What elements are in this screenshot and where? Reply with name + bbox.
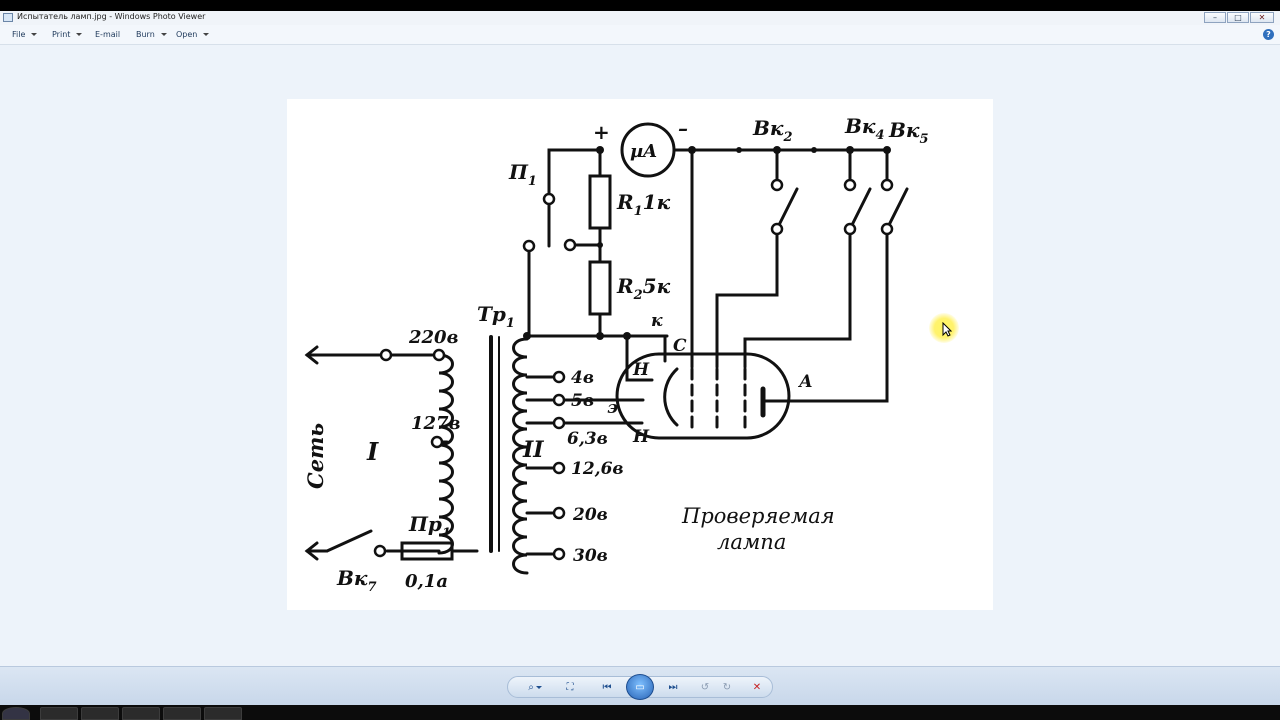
vk4-label: Вк4 bbox=[844, 114, 885, 143]
taskbar-button[interactable] bbox=[163, 707, 201, 720]
secondary-winding-label: II bbox=[522, 437, 544, 463]
delete-icon: ✕ bbox=[752, 681, 762, 693]
v220-label: 220в bbox=[408, 327, 458, 348]
rotate-right-icon: ↻ bbox=[722, 681, 732, 693]
c-label: С bbox=[673, 336, 687, 356]
title-bar: Испытатель ламп.jpg - Windows Photo View… bbox=[0, 11, 1280, 25]
zoom-button[interactable]: ⌕ bbox=[522, 680, 548, 694]
navigation-controls: ⌕ ⛶ ⏮ ▭ ⏭ ↺ ↻ ✕ bbox=[507, 674, 773, 700]
primary-winding-label: I bbox=[366, 437, 379, 466]
fit-window-icon: ⛶ bbox=[566, 681, 574, 693]
chevron-down-icon bbox=[76, 33, 83, 36]
menu-file[interactable]: File bbox=[12, 30, 38, 39]
tap-30v-label: 30в bbox=[573, 546, 608, 566]
rotate-clockwise-button[interactable]: ↻ bbox=[720, 680, 734, 694]
r2-label: R25к bbox=[616, 274, 671, 303]
vk7-label: Вк7 bbox=[336, 566, 377, 595]
maximize-button[interactable]: □ bbox=[1227, 12, 1249, 23]
slideshow-icon: ▭ bbox=[635, 681, 645, 693]
menu-burn[interactable]: Burn bbox=[136, 30, 167, 39]
photo-viewer-app-icon bbox=[3, 13, 13, 22]
tube-tester-schematic: + – µA Вк2 Вк4 Вк5 П1 R11к R25к Тр1 к С … bbox=[303, 114, 929, 595]
v127-label: 127в bbox=[411, 413, 460, 434]
menu-open-label: Open bbox=[176, 30, 198, 39]
chevron-down-icon bbox=[31, 33, 38, 36]
tap-6-3v-label: 6,3в bbox=[567, 429, 608, 449]
tap-12-6v-label: 12,6в bbox=[571, 459, 624, 479]
microammeter-label: µA bbox=[630, 141, 657, 162]
menu-email-label: E-mail bbox=[95, 30, 121, 39]
minimize-button[interactable]: – bbox=[1204, 12, 1226, 23]
tap-4v-label: 4в bbox=[571, 368, 594, 388]
previous-button[interactable]: ⏮ bbox=[596, 680, 618, 694]
actual-size-button[interactable]: ⛶ bbox=[562, 680, 578, 694]
rotate-left-icon: ↺ bbox=[700, 681, 710, 693]
menu-print-label: Print bbox=[52, 30, 71, 39]
close-button[interactable]: ✕ bbox=[1250, 12, 1274, 23]
window-controls: – □ ✕ bbox=[1203, 12, 1274, 23]
a-label: А bbox=[797, 372, 813, 392]
tap-5v-label: 5в bbox=[571, 391, 594, 411]
chevron-down-icon bbox=[203, 33, 210, 36]
r1-label: R11к bbox=[616, 190, 671, 219]
next-icon: ⏭ bbox=[668, 681, 678, 693]
menu-print[interactable]: Print bbox=[52, 30, 83, 39]
taskbar-button[interactable] bbox=[122, 707, 160, 720]
tap-20v-label: 20в bbox=[572, 505, 608, 525]
pr1-label: Пр1 bbox=[408, 512, 451, 541]
displayed-image: + – µA Вк2 Вк4 Вк5 П1 R11к R25к Тр1 к С … bbox=[287, 99, 993, 610]
menu-burn-label: Burn bbox=[136, 30, 155, 39]
vk2-label: Вк2 bbox=[752, 116, 793, 145]
chevron-down-icon bbox=[535, 685, 542, 689]
magnifier-icon: ⌕ bbox=[528, 681, 534, 693]
menu-email[interactable]: E-mail bbox=[95, 30, 120, 39]
vk5-label: Вк5 bbox=[888, 118, 929, 147]
previous-icon: ⏮ bbox=[602, 681, 612, 693]
menu-bar: File Print E-mail Burn Open ? bbox=[0, 25, 1280, 45]
slideshow-button[interactable]: ▭ bbox=[626, 674, 654, 700]
tr1-label: Тр1 bbox=[477, 302, 515, 331]
mouse-pointer-icon bbox=[942, 322, 952, 337]
k-label: к bbox=[651, 311, 663, 331]
help-icon[interactable]: ? bbox=[1263, 29, 1274, 40]
fuse-rating-label: 0,1а bbox=[405, 571, 448, 592]
h-top-label: Н bbox=[632, 360, 650, 380]
menu-file-label: File bbox=[12, 30, 26, 39]
delete-button[interactable]: ✕ bbox=[750, 680, 764, 694]
minus-label: – bbox=[678, 116, 688, 140]
next-button[interactable]: ⏭ bbox=[662, 680, 684, 694]
taskbar-button[interactable] bbox=[81, 707, 119, 720]
caption-line2: лампа bbox=[717, 530, 786, 554]
bottom-toolbar: ⌕ ⛶ ⏮ ▭ ⏭ ↺ ↻ ✕ bbox=[0, 666, 1280, 705]
window-title: Испытатель ламп.jpg - Windows Photo View… bbox=[17, 12, 206, 21]
caption-line1: Проверяемая bbox=[681, 504, 835, 528]
taskbar bbox=[0, 705, 1280, 720]
taskbar-button[interactable] bbox=[204, 707, 242, 720]
mains-label: Сеть bbox=[303, 423, 328, 489]
menu-open[interactable]: Open bbox=[176, 30, 210, 39]
p1-label: П1 bbox=[508, 160, 537, 189]
h-bottom-label: Н bbox=[632, 427, 650, 447]
chevron-down-icon bbox=[160, 33, 167, 36]
start-button[interactable] bbox=[2, 707, 30, 720]
plus-label: + bbox=[593, 120, 610, 144]
e-label: э bbox=[607, 398, 618, 418]
rotate-counterclockwise-button[interactable]: ↺ bbox=[698, 680, 712, 694]
taskbar-button[interactable] bbox=[40, 707, 78, 720]
